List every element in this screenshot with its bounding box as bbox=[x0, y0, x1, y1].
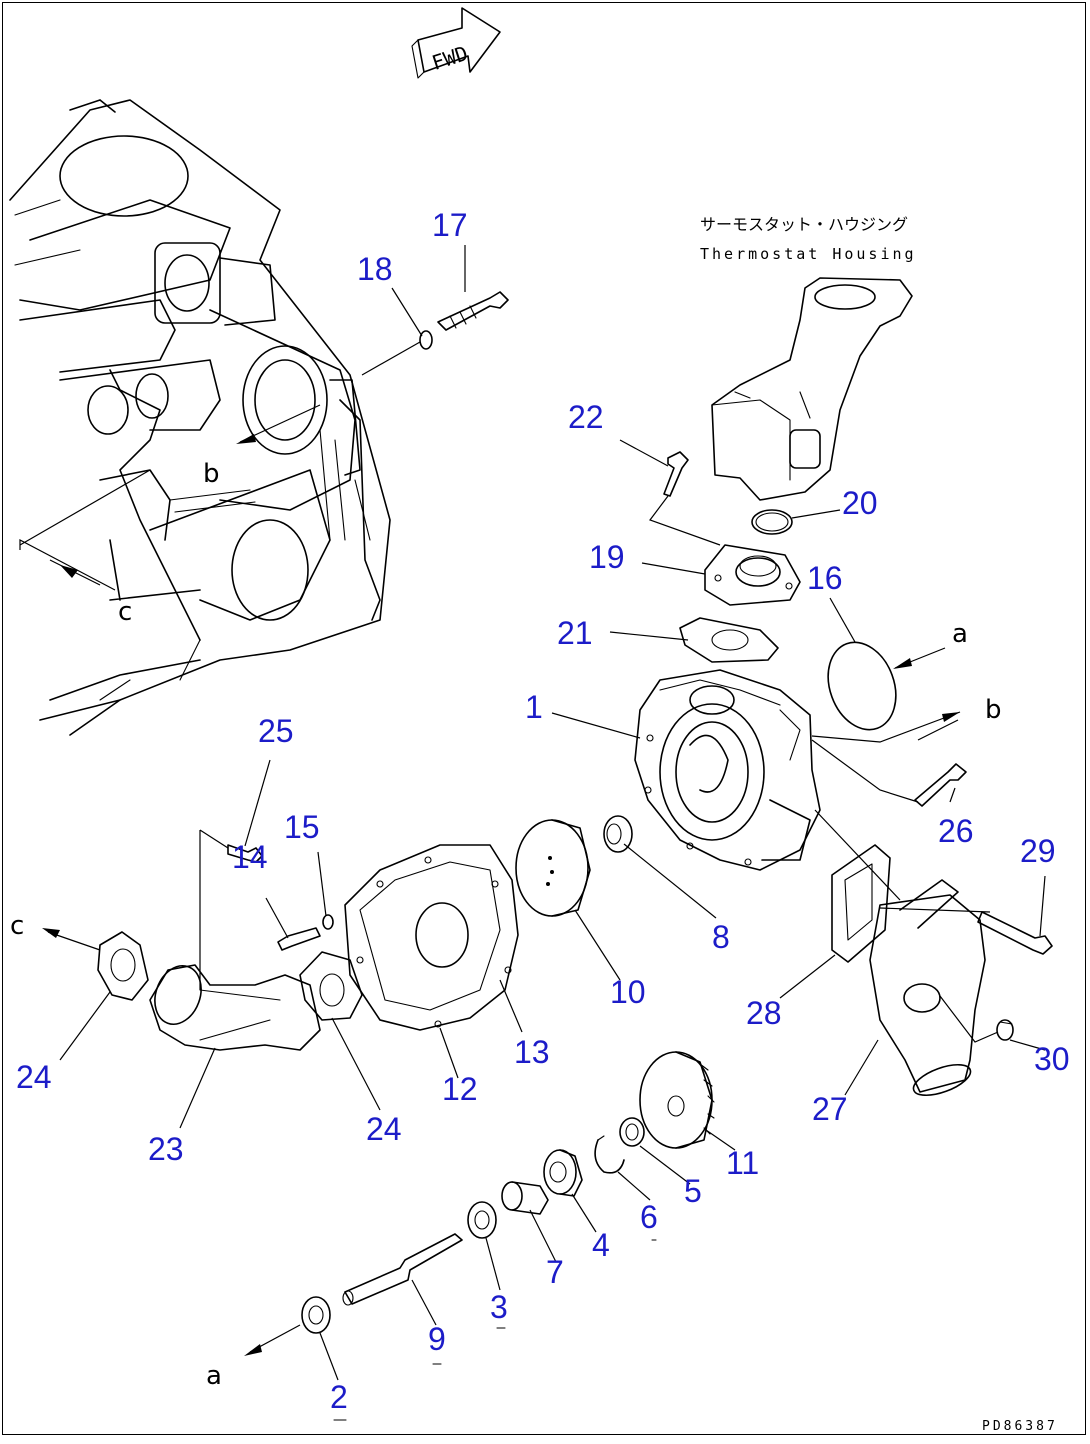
callout-label: 1 bbox=[525, 689, 543, 725]
bolt-29 bbox=[977, 911, 1053, 955]
callout-label: 26 bbox=[938, 813, 974, 849]
shaft-9 bbox=[342, 1233, 463, 1306]
callout-label: 13 bbox=[514, 1034, 550, 1070]
washer-18 bbox=[419, 330, 433, 350]
seal-8 bbox=[603, 815, 633, 853]
callout-label: 25 bbox=[258, 713, 294, 749]
caption-english: Thermostat Housing bbox=[700, 245, 917, 263]
gasket-21 bbox=[679, 617, 779, 663]
callout-label: 14 bbox=[232, 839, 268, 875]
thermostat-housing bbox=[711, 277, 913, 501]
gasket-28 bbox=[831, 844, 891, 963]
drawing-code: PD86387 bbox=[982, 1419, 1058, 1434]
gasket-20 bbox=[751, 509, 793, 535]
callout-label: 18 bbox=[357, 251, 393, 287]
reference-letter: a bbox=[952, 619, 968, 649]
callout-label: 30 bbox=[1034, 1041, 1070, 1077]
reference-letters: a a b b c c bbox=[10, 459, 1002, 1391]
callout-label: 19 bbox=[589, 539, 625, 575]
reference-letter: b bbox=[985, 695, 1002, 725]
engine-block bbox=[9, 99, 391, 736]
spacer-7 bbox=[501, 1181, 549, 1215]
fwd-arrow: FWD bbox=[411, 7, 501, 79]
water-pipe-23 bbox=[149, 964, 321, 1051]
impeller-10 bbox=[515, 819, 591, 917]
callout-label: 24 bbox=[366, 1111, 402, 1147]
gasket-24-middle bbox=[299, 951, 363, 1021]
callout-label: 27 bbox=[812, 1091, 848, 1127]
callout-label: 23 bbox=[148, 1131, 184, 1167]
callout-label: 7 bbox=[546, 1254, 564, 1290]
callout-leaders bbox=[59, 245, 1046, 1381]
callout-label: 29 bbox=[1020, 833, 1056, 869]
bearing-4 bbox=[543, 1149, 583, 1197]
callout-label: 9 bbox=[428, 1321, 446, 1357]
plug-30 bbox=[996, 1019, 1014, 1041]
callout-label: 3 bbox=[490, 1289, 508, 1325]
callout-label: 11 bbox=[726, 1145, 759, 1181]
outlet-elbow-27 bbox=[869, 879, 986, 1097]
callout-label: 12 bbox=[442, 1071, 478, 1107]
bolt-14 bbox=[277, 927, 321, 951]
callout-labels: 1 2 3 4 5 6 7 8 9 10 11 12 13 14 15 16 1… bbox=[16, 207, 1070, 1415]
reference-letter: a bbox=[206, 1361, 222, 1391]
callout-label: 5 bbox=[684, 1173, 702, 1209]
o-ring-16 bbox=[827, 641, 897, 731]
nut-5 bbox=[619, 1117, 645, 1147]
callout-label: 22 bbox=[568, 399, 604, 435]
cover-19 bbox=[704, 544, 801, 606]
bolt-17 bbox=[437, 291, 509, 331]
bolt-22 bbox=[663, 451, 689, 497]
bolt-26 bbox=[914, 763, 967, 807]
reference-letter: b bbox=[203, 459, 220, 489]
callout-label: 10 bbox=[610, 974, 646, 1010]
gasket-24-left bbox=[97, 931, 149, 1001]
callout-label: 16 bbox=[807, 560, 843, 596]
caption-japanese: サーモスタット・ハウジング bbox=[700, 215, 908, 234]
snap-ring-6 bbox=[594, 1135, 625, 1174]
callout-label: 2 bbox=[330, 1379, 348, 1415]
callout-label: 21 bbox=[557, 615, 593, 651]
callout-label: 4 bbox=[592, 1227, 610, 1263]
washer-15 bbox=[322, 914, 334, 930]
callout-label: 15 bbox=[284, 809, 320, 845]
callout-label: 28 bbox=[746, 995, 782, 1031]
gear-11 bbox=[639, 1051, 715, 1149]
callout-label: 8 bbox=[712, 919, 730, 955]
fwd-label: FWD bbox=[429, 41, 471, 75]
callout-label: 17 bbox=[432, 207, 468, 243]
callout-label: 24 bbox=[16, 1059, 52, 1095]
callout-ticks bbox=[333, 1239, 657, 1421]
callout-label: 6 bbox=[640, 1199, 658, 1235]
callout-label: 20 bbox=[842, 485, 878, 521]
bearing-3 bbox=[467, 1201, 497, 1239]
reference-letter: c bbox=[118, 597, 132, 627]
water-pump-body bbox=[634, 669, 821, 871]
reference-letter: c bbox=[10, 911, 24, 941]
cover-plate-13 bbox=[344, 844, 519, 1031]
bolt-25 bbox=[227, 844, 263, 863]
seal-2 bbox=[301, 1296, 331, 1334]
